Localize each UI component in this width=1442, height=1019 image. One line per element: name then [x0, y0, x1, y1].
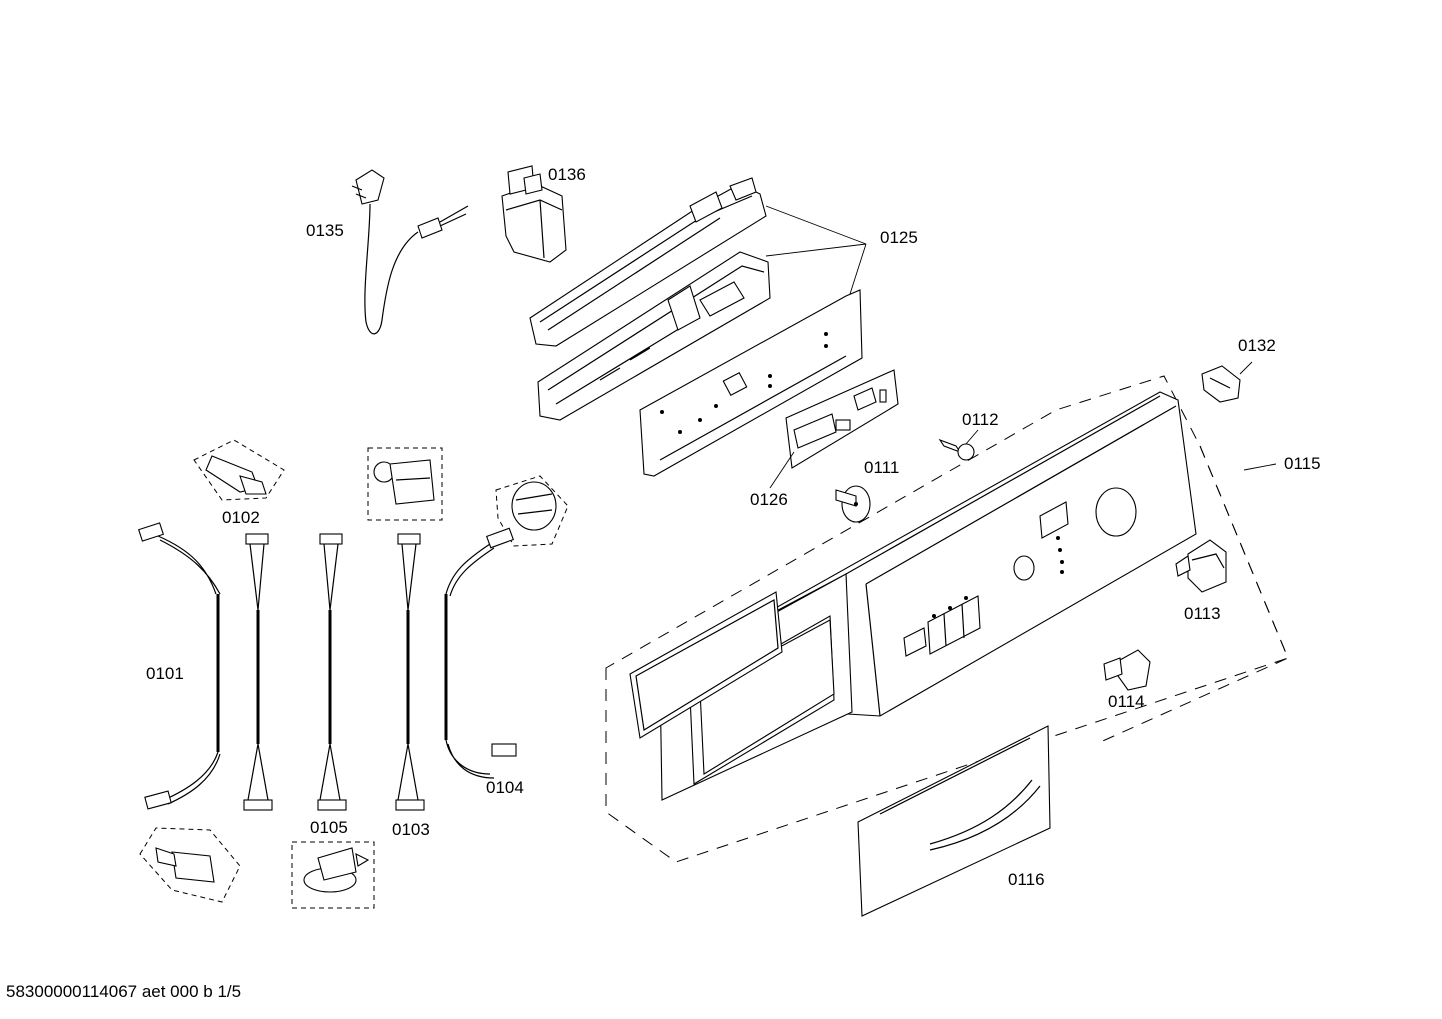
label-0125: 0125 [880, 228, 918, 247]
wire-harness-0103 [395, 533, 425, 811]
label-0135: 0135 [306, 221, 344, 240]
control-housing-mid [537, 251, 771, 421]
label-0111: 0111 [864, 458, 900, 477]
wire-harness-0101 [137, 522, 221, 810]
label-0102: 0102 [222, 508, 260, 527]
label-0132: 0132 [1238, 336, 1276, 355]
label-0105: 0105 [310, 818, 348, 837]
label-0126: 0126 [750, 490, 788, 509]
label-0113: 0113 [1184, 604, 1221, 623]
heater-relay [139, 827, 241, 903]
label-0136: 0136 [548, 165, 586, 184]
label-0114: 0114 [1108, 692, 1145, 711]
control-housing-top [529, 177, 767, 347]
pressure-switch [495, 475, 569, 547]
wire-harness-0105 [243, 533, 273, 811]
switch-assembly [367, 447, 443, 521]
label-0103: 0103 [392, 820, 430, 839]
label-0116: 0116 [1008, 870, 1045, 889]
label-0112: 0112 [962, 410, 999, 429]
power-cord [351, 169, 469, 335]
label-0115: 0115 [1284, 454, 1321, 473]
drawing-reference: 58300000114067 aet 000 b 1/5 [6, 982, 242, 1001]
spindle-clip [938, 429, 979, 461]
control-panel-fascia [657, 391, 1197, 801]
wire-harness-0104 [444, 527, 517, 779]
label-0104: 0104 [486, 778, 524, 797]
panel-clip [1201, 361, 1253, 403]
control-pcb [639, 289, 863, 477]
temperature-knob [1103, 649, 1151, 691]
wire-harness-center [317, 533, 347, 811]
door-lock [291, 841, 375, 909]
detergent-drawer-front [857, 725, 1051, 917]
door-seal [629, 591, 783, 739]
program-knob [1175, 539, 1227, 593]
temperature-sensor [193, 439, 285, 501]
label-0101: 0101 [146, 664, 184, 683]
selector-shaft [835, 485, 871, 523]
display-board [785, 369, 899, 469]
suppressor-filter [501, 165, 567, 263]
